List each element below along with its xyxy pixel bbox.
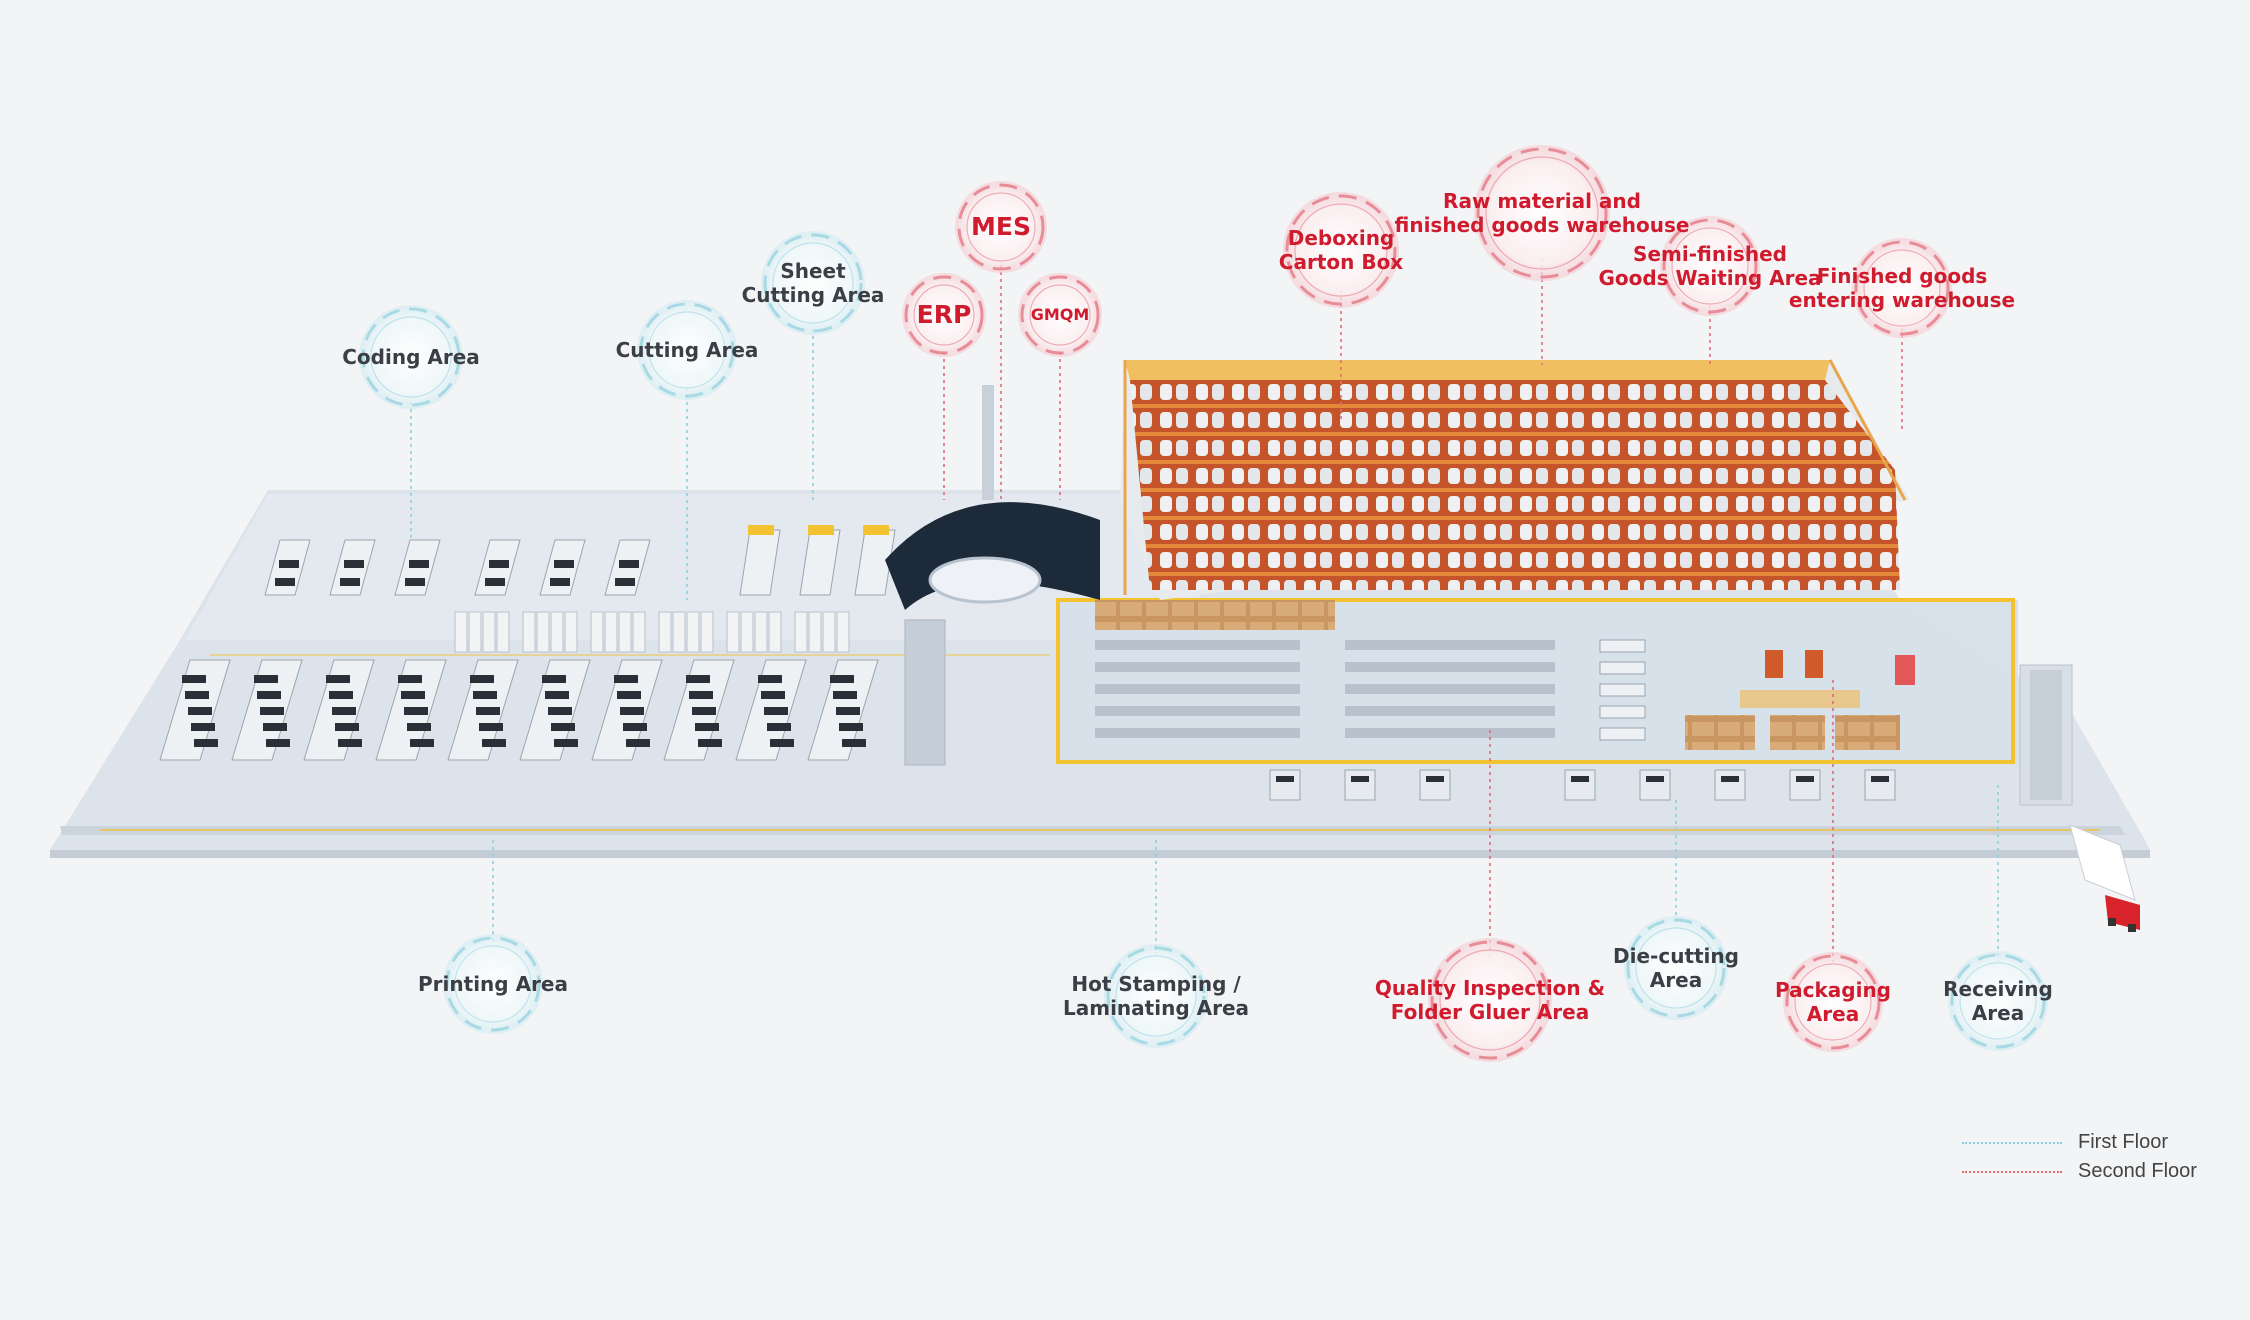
die-cutting-machine [1715, 770, 1745, 800]
label-line: Semi-finished [1598, 242, 1821, 266]
label-cutting-area: Cutting Area [616, 338, 759, 362]
label-line: Raw material and [1395, 189, 1690, 213]
die-cutting-machine [1865, 770, 1895, 800]
legend-first-floor: First Floor [1962, 1128, 2197, 1157]
die-cutting-machine [1345, 770, 1375, 800]
label-line: Packaging [1775, 978, 1891, 1002]
label-line: Area [1775, 1002, 1891, 1026]
label-line: Coding Area [342, 345, 480, 369]
label-line: Receiving [1943, 977, 2053, 1001]
label-mes: MES [971, 213, 1031, 241]
label-line: Die-cutting [1613, 944, 1739, 968]
label-line: Area [1613, 968, 1739, 992]
label-line: Carton Box [1279, 250, 1403, 274]
die-cutting-machines [1270, 770, 1895, 800]
label-line: MES [971, 213, 1031, 241]
die-cutting-machine [1640, 770, 1670, 800]
label-gmqm: GMQM [1031, 303, 1090, 327]
label-quality-inspection-area: Quality Inspection &Folder Gluer Area [1375, 976, 1605, 1024]
label-coding-area: Coding Area [342, 345, 480, 369]
label-line: Printing Area [418, 972, 568, 996]
label-line: Folder Gluer Area [1375, 1000, 1605, 1024]
legend-first-floor-label: First Floor [2078, 1131, 2168, 1154]
die-cutting-machine [1270, 770, 1300, 800]
label-line: Quality Inspection & [1375, 976, 1605, 1000]
label-line: entering warehouse [1789, 288, 2015, 312]
legend-dotted-line-first [1962, 1142, 2062, 1144]
high-bay-warehouse [1095, 360, 1910, 630]
label-receiving-area: ReceivingArea [1943, 977, 2053, 1025]
label-line: finished goods warehouse [1395, 213, 1690, 237]
label-line: Deboxing [1279, 226, 1403, 250]
die-cutting-machine [1565, 770, 1595, 800]
label-line: Area [1943, 1001, 2053, 1025]
label-packaging-area: PackagingArea [1775, 978, 1891, 1026]
label-hot-stamping-area: Hot Stamping /Laminating Area [1063, 972, 1249, 1020]
floor-legend: First Floor Second Floor [1962, 1128, 2197, 1186]
label-erp: ERP [917, 301, 972, 329]
label-printing-area: Printing Area [418, 972, 568, 996]
label-line: Cutting Area [742, 283, 885, 307]
die-cutting-machine [1790, 770, 1820, 800]
legend-dotted-line-second [1962, 1171, 2062, 1173]
label-line: GMQM [1031, 303, 1090, 327]
label-line: Hot Stamping / [1063, 972, 1249, 996]
label-line: Finished goods [1789, 264, 2015, 288]
label-line: ERP [917, 301, 972, 329]
label-line: Cutting Area [616, 338, 759, 362]
legend-second-floor: Second Floor [1962, 1157, 2197, 1186]
legend-second-floor-label: Second Floor [2078, 1160, 2197, 1183]
die-cutting-machine [1420, 770, 1450, 800]
label-line: Sheet [742, 259, 885, 283]
label-line: Laminating Area [1063, 996, 1249, 1020]
